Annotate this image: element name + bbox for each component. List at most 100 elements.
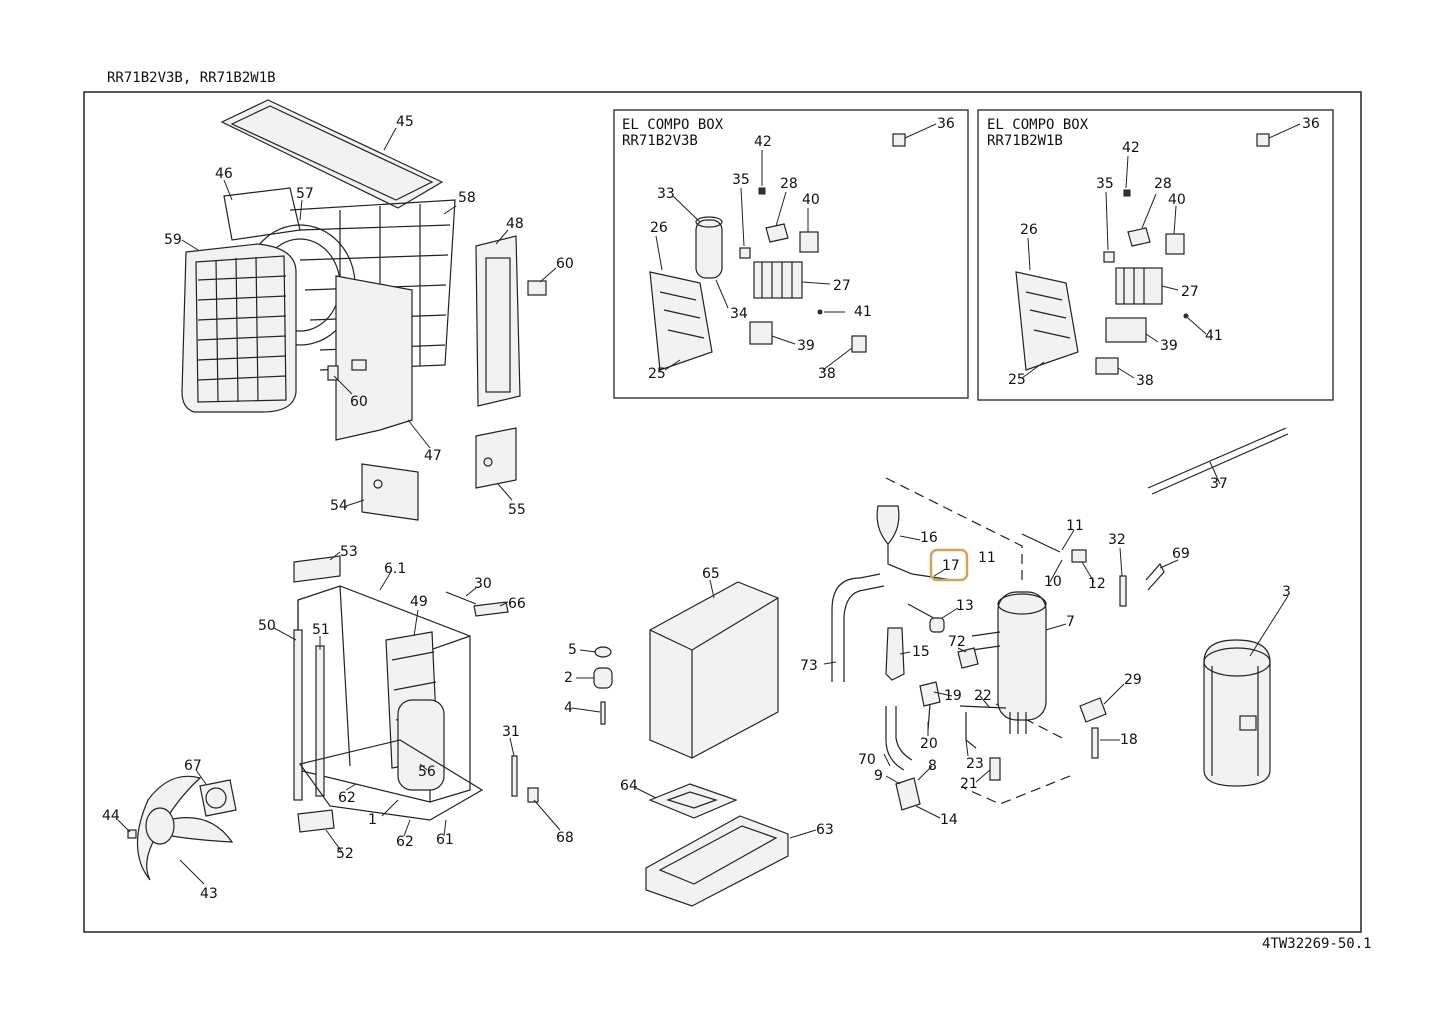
el-compo-box-right-leaders bbox=[1021, 123, 1301, 379]
callout-1: 1 bbox=[368, 812, 377, 828]
part-12 bbox=[1071, 549, 1087, 563]
callout-30: 30 bbox=[474, 576, 492, 592]
callout-54: 54 bbox=[330, 498, 348, 514]
drain-tray-63-inner bbox=[658, 825, 778, 885]
terminal-38-right bbox=[1095, 357, 1119, 375]
fan-blade-2 bbox=[167, 817, 234, 843]
part-41-right bbox=[1183, 313, 1189, 319]
heater-3-top bbox=[1203, 647, 1271, 677]
model-title: RR71B2V3B, RR71B2W1B bbox=[107, 70, 276, 86]
callout-10: 10 bbox=[1044, 574, 1062, 590]
callout-11-left: 11 bbox=[978, 550, 996, 566]
callout-14: 14 bbox=[940, 812, 958, 828]
callout-26-right: 26 bbox=[1020, 222, 1038, 238]
compressor-7-bracket bbox=[971, 631, 1001, 651]
base-plate bbox=[298, 739, 484, 821]
tube-73 bbox=[831, 573, 885, 682]
callout-35-right: 35 bbox=[1096, 176, 1114, 192]
callout-46: 46 bbox=[215, 166, 233, 182]
callout-31: 31 bbox=[502, 724, 520, 740]
pcb-board-left bbox=[649, 271, 713, 371]
part-5 bbox=[594, 646, 612, 658]
contactor-left bbox=[753, 261, 803, 299]
callout-36-left: 36 bbox=[937, 116, 955, 132]
callout-59: 59 bbox=[164, 232, 182, 248]
part-28-right bbox=[1127, 227, 1151, 247]
callout-69: 69 bbox=[1172, 546, 1190, 562]
callout-73: 73 bbox=[800, 658, 818, 674]
callout-20: 20 bbox=[920, 736, 938, 752]
callout-9: 9 bbox=[874, 768, 883, 784]
clip-60-lower bbox=[327, 365, 339, 381]
top-panel bbox=[220, 99, 444, 209]
base-assembly: 53 6.1 30 66 49 50 51 31 67 56 44 62 1 6… bbox=[102, 544, 574, 902]
clip-69 bbox=[1145, 562, 1165, 591]
el-compo-box-right-frame bbox=[977, 109, 1334, 401]
callout-57: 57 bbox=[296, 186, 314, 202]
part-28-left bbox=[765, 223, 789, 243]
front-grille bbox=[181, 243, 297, 413]
callout-28-left: 28 bbox=[780, 176, 798, 192]
part-52 bbox=[297, 809, 335, 833]
callout-25-right: 25 bbox=[1008, 372, 1026, 388]
heater-3-window bbox=[1239, 715, 1257, 731]
part-53 bbox=[293, 555, 341, 583]
el-compo-box-right-title: EL COMPO BOX bbox=[987, 117, 1089, 133]
callout-72: 72 bbox=[948, 634, 966, 650]
pcb-board-right bbox=[1015, 271, 1079, 371]
callout-38-right: 38 bbox=[1136, 373, 1154, 389]
part-41-left bbox=[817, 309, 823, 315]
strut-50 bbox=[293, 629, 303, 801]
el-compo-box-left-frame bbox=[613, 109, 969, 399]
contactor-left-detail bbox=[761, 262, 793, 298]
callout-12: 12 bbox=[1088, 576, 1106, 592]
callout-48: 48 bbox=[506, 216, 524, 232]
callout-15: 15 bbox=[912, 644, 930, 660]
contactor-right-detail bbox=[1123, 268, 1145, 304]
callout-40-left: 40 bbox=[802, 192, 820, 208]
compressor-56 bbox=[397, 699, 445, 791]
nut-44 bbox=[127, 829, 137, 839]
callout-42-left: 42 bbox=[754, 134, 772, 150]
casing-assembly: 45 46 57 58 48 59 60 60 47 54 55 bbox=[164, 99, 574, 521]
callout-47: 47 bbox=[424, 448, 442, 464]
callout-21: 21 bbox=[960, 776, 978, 792]
part-64 bbox=[648, 783, 738, 819]
callout-5: 5 bbox=[568, 642, 577, 658]
dashed-connection-bottom bbox=[963, 775, 1071, 805]
callout-44: 44 bbox=[102, 808, 120, 824]
callout-42-right: 42 bbox=[1122, 140, 1140, 156]
pipe-11 bbox=[1021, 533, 1061, 553]
heater-3-straps bbox=[1211, 666, 1259, 776]
strut-51 bbox=[315, 645, 325, 797]
pcb-board-left-detail bbox=[659, 291, 705, 339]
drawing-code: 4TW32269-50.1 bbox=[1262, 936, 1372, 952]
service-plate-54 bbox=[361, 463, 419, 521]
callout-68: 68 bbox=[556, 830, 574, 846]
callout-16: 16 bbox=[920, 530, 938, 546]
part-36-right bbox=[1256, 133, 1270, 147]
callout-28-right: 28 bbox=[1154, 176, 1172, 192]
callout-56: 56 bbox=[418, 764, 436, 780]
part-66 bbox=[473, 601, 509, 617]
top-panel-inner bbox=[230, 105, 434, 201]
callout-29: 29 bbox=[1124, 672, 1142, 688]
side-panel bbox=[335, 275, 413, 441]
callout-62-lower: 62 bbox=[396, 834, 414, 850]
part-72 bbox=[957, 647, 979, 669]
sensor-32 bbox=[1119, 575, 1127, 607]
right-side-plate-frame bbox=[485, 257, 511, 393]
clip-60 bbox=[527, 280, 547, 296]
callout-33: 33 bbox=[657, 186, 675, 202]
center-leaders bbox=[571, 579, 817, 839]
callout-40-right: 40 bbox=[1168, 192, 1186, 208]
base-leaders bbox=[117, 551, 561, 885]
dashed-connection-top bbox=[885, 477, 1023, 580]
callout-23: 23 bbox=[966, 756, 984, 772]
callout-45: 45 bbox=[396, 114, 414, 130]
callout-17-leader bbox=[933, 569, 945, 577]
callout-32: 32 bbox=[1108, 532, 1126, 548]
callout-60-upper: 60 bbox=[556, 256, 574, 272]
callout-64: 64 bbox=[620, 778, 638, 794]
callout-55: 55 bbox=[508, 502, 526, 518]
